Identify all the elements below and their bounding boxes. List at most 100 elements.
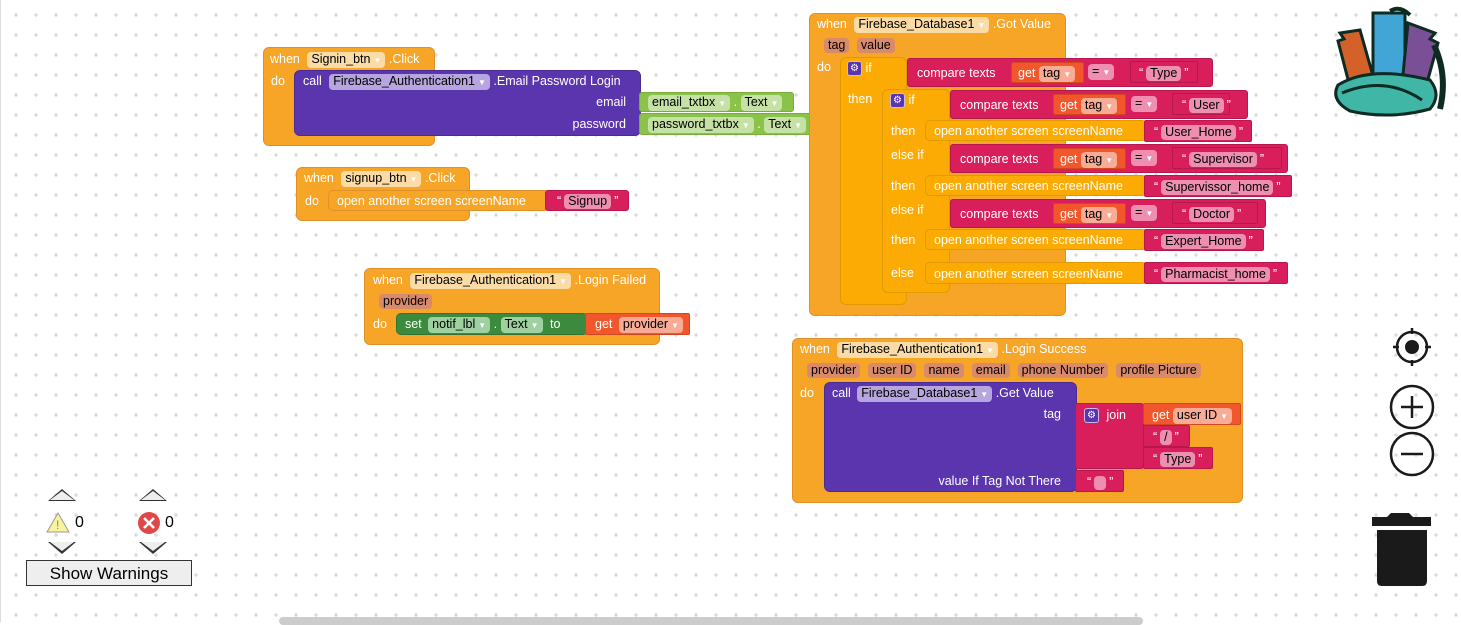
event-param[interactable]: user ID — [868, 363, 917, 378]
text-value[interactable]: Doctor — [1189, 207, 1234, 222]
component-dropdown[interactable]: Firebase_Authentication1▼ — [837, 342, 999, 358]
text-value[interactable]: Supervisor — [1189, 152, 1257, 167]
open-screen-block[interactable]: open another screen screenName — [925, 175, 1147, 196]
variable-dropdown[interactable]: tag▼ — [1080, 207, 1118, 223]
gear-icon[interactable]: ⚙ — [847, 61, 862, 77]
text-string-block[interactable]: “Doctor” — [1172, 202, 1258, 224]
text-string-block[interactable]: “/” — [1143, 425, 1190, 447]
component-dropdown[interactable]: Firebase_Database1▼ — [854, 17, 990, 33]
gear-icon[interactable]: ⚙ — [1084, 408, 1099, 424]
then-label: then — [848, 92, 873, 106]
horizontal-scrollbar[interactable] — [279, 617, 1143, 625]
event-param[interactable]: provider — [379, 294, 433, 309]
text-string-block[interactable]: “Supervisor” — [1172, 147, 1282, 169]
compare-label: compare texts — [960, 207, 1039, 221]
component-dropdown[interactable]: Signin_btn▼ — [307, 52, 386, 68]
event-param[interactable]: provider — [807, 363, 861, 378]
trash-icon[interactable] — [1371, 511, 1433, 592]
open-screen-block[interactable]: open another screen screenName — [328, 190, 550, 211]
show-warnings-button[interactable]: Show Warnings — [26, 560, 192, 586]
event-param[interactable]: value — [856, 38, 895, 53]
zoom-out-icon[interactable] — [1389, 431, 1435, 480]
get-variable-block[interactable]: get user ID▼ — [1143, 403, 1241, 425]
get-variable-block[interactable]: get tag▼ — [1011, 62, 1084, 83]
variable-dropdown[interactable]: tag▼ — [1080, 98, 1118, 114]
warning-prev-button[interactable] — [48, 489, 76, 501]
error-prev-button[interactable] — [139, 489, 167, 501]
text-value[interactable]: Expert_Home — [1161, 234, 1246, 249]
backpack-icon[interactable] — [1330, 5, 1450, 123]
event-param[interactable]: name — [924, 363, 964, 378]
operator-dropdown[interactable]: =▼ — [1131, 150, 1158, 166]
text-value[interactable] — [1094, 475, 1107, 490]
text-value[interactable]: Pharmacist_home — [1161, 267, 1270, 282]
event-param[interactable]: profile Picture — [1116, 363, 1201, 378]
variable-dropdown[interactable]: provider▼ — [618, 317, 683, 333]
text-string-block[interactable]: “Type” — [1143, 447, 1213, 469]
gear-icon[interactable]: ⚙ — [890, 93, 905, 109]
method-label: .Get Value — [995, 386, 1054, 400]
component-dropdown[interactable]: password_txtbx▼ — [648, 117, 754, 133]
dot-label: . — [733, 95, 738, 109]
operator-dropdown[interactable]: =▼ — [1088, 64, 1115, 80]
text-value[interactable]: Signup — [564, 194, 612, 209]
operator-dropdown[interactable]: =▼ — [1131, 205, 1158, 221]
component-dropdown[interactable]: notif_lbl▼ — [428, 317, 491, 333]
text-string-block[interactable]: “Type” — [1130, 61, 1198, 83]
operator-dropdown[interactable]: =▼ — [1131, 96, 1158, 112]
text-string-block[interactable]: “User_Home” — [1144, 120, 1252, 142]
text-value[interactable]: / — [1160, 430, 1172, 445]
email-password-login-call-block[interactable]: call Firebase_Authentication1▼ .Email Pa… — [294, 70, 641, 136]
text-string-block[interactable]: “Signup” — [545, 190, 629, 211]
text-string-block[interactable]: “Supervissor_home” — [1144, 175, 1292, 197]
text-value[interactable]: Supervissor_home — [1161, 180, 1274, 195]
then-label: then — [891, 233, 916, 247]
text-string-block[interactable]: “Expert_Home” — [1144, 229, 1264, 251]
text-string-block[interactable]: “User” — [1172, 93, 1231, 115]
recenter-icon[interactable] — [1390, 325, 1434, 372]
variable-dropdown[interactable]: tag▼ — [1038, 66, 1076, 82]
text-value[interactable]: Type — [1160, 452, 1196, 467]
text-value[interactable]: User_Home — [1161, 125, 1236, 140]
variable-dropdown[interactable]: tag▼ — [1080, 152, 1118, 168]
text-string-block[interactable]: “Pharmacist_home” — [1144, 262, 1288, 284]
event-param[interactable]: tag — [824, 38, 850, 53]
get-variable-block[interactable]: get tag▼ — [1053, 203, 1126, 224]
component-dropdown[interactable]: Firebase_Authentication1▼ — [329, 74, 490, 90]
text-value[interactable]: User — [1189, 98, 1224, 113]
warning-next-button[interactable] — [48, 542, 76, 554]
component-dropdown[interactable]: Firebase_Database1▼ — [857, 386, 993, 402]
text-string-block[interactable]: “” — [1075, 470, 1124, 492]
join-block[interactable]: ⚙ join — [1075, 403, 1144, 469]
when-label: when — [373, 273, 403, 287]
error-next-button[interactable] — [139, 542, 167, 554]
then-label: then — [891, 179, 916, 193]
do-label: do — [800, 386, 814, 400]
email-text-getter-block[interactable]: email_txtbx▼ . Text▼ — [639, 92, 794, 112]
call-label: call — [832, 386, 851, 400]
join-label: join — [1106, 408, 1126, 422]
get-variable-block[interactable]: get tag▼ — [1053, 94, 1126, 115]
variable-dropdown[interactable]: user ID▼ — [1172, 408, 1233, 424]
password-text-getter-block[interactable]: password_txtbx▼ . Text▼ — [639, 113, 818, 135]
open-screen-block[interactable]: open another screen screenName — [925, 120, 1147, 141]
component-dropdown[interactable]: Firebase_Authentication1▼ — [410, 273, 572, 289]
event-label: .Got Value — [992, 17, 1051, 31]
property-dropdown[interactable]: Text▼ — [500, 317, 543, 333]
zoom-in-icon[interactable] — [1389, 384, 1435, 433]
property-dropdown[interactable]: Text▼ — [740, 95, 783, 111]
open-screen-block[interactable]: open another screen screenName — [925, 229, 1147, 250]
get-value-call-block[interactable]: call Firebase_Database1▼ .Get Value tag … — [824, 382, 1077, 492]
get-variable-block[interactable]: get tag▼ — [1053, 148, 1126, 169]
get-variable-block[interactable]: get provider▼ — [585, 313, 690, 335]
text-value[interactable]: Type — [1146, 66, 1182, 81]
component-dropdown[interactable]: signup_btn▼ — [341, 171, 422, 187]
event-param[interactable]: phone Number — [1017, 363, 1109, 378]
set-text-block[interactable]: set notif_lbl▼ . Text▼ to — [396, 313, 588, 335]
component-dropdown[interactable]: email_txtbx▼ — [648, 95, 731, 111]
open-screen-block[interactable]: open another screen screenName — [925, 262, 1147, 284]
value-arg-label: value If Tag Not There — [938, 474, 1061, 488]
event-param[interactable]: email — [971, 363, 1010, 378]
property-dropdown[interactable]: Text▼ — [764, 117, 807, 133]
then-label: then — [891, 124, 916, 138]
